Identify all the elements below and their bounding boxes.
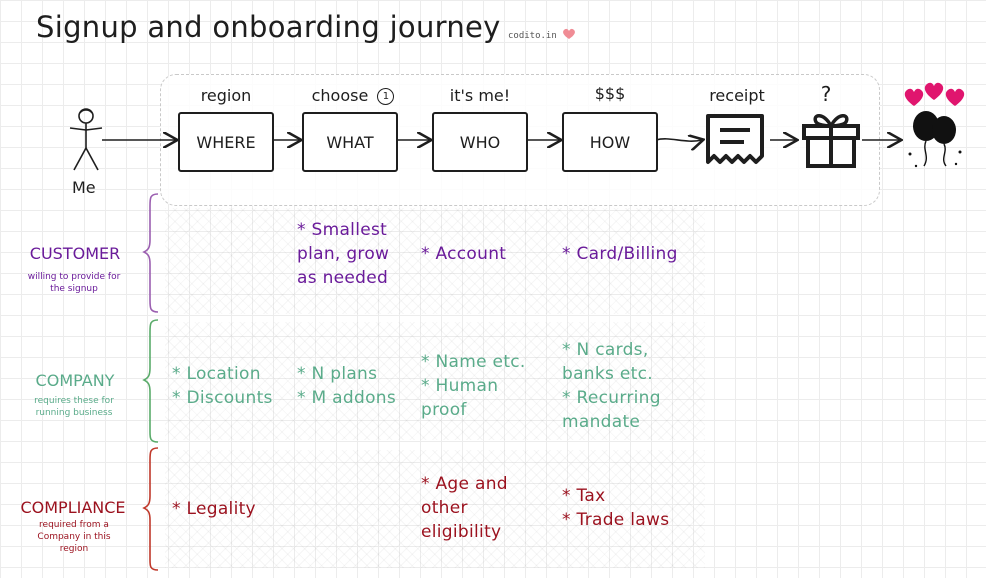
receipt-label: receipt — [709, 86, 765, 105]
receipt-icon — [706, 114, 764, 164]
compliance-who-cell: * Age and other eligibility — [421, 472, 508, 544]
compliance-row-subtitle: required from a Company in this region — [14, 519, 134, 555]
company-how-cell: * N cards, banks etc. * Recurring mandat… — [562, 338, 661, 434]
step-label-what-text: choose — [311, 86, 369, 105]
gift-icon — [802, 114, 860, 168]
cell-line: * Name etc. — [421, 352, 526, 372]
cell-line: * Location — [172, 364, 261, 384]
heart-icon — [563, 28, 576, 39]
page-title: Signup and onboarding journey — [36, 10, 501, 44]
cell-line: * Card/Billing — [562, 244, 678, 264]
stick-figure-icon — [69, 108, 103, 171]
compliance-how-cell: * Tax * Trade laws — [562, 484, 669, 532]
cell-line: * N cards, — [562, 340, 649, 360]
arrow-how-to-receipt — [655, 139, 702, 141]
cell-line: plan, grow — [297, 244, 390, 264]
cell-line: eligibility — [421, 522, 502, 542]
compliance-subtitle-line: Company in this — [37, 532, 111, 542]
customer-subtitle-line: the signup — [50, 284, 98, 294]
compliance-subtitle-line: region — [59, 544, 89, 554]
compliance-subtitle-line: required from a — [39, 520, 109, 530]
compliance-row-title: COMPLIANCE — [20, 498, 126, 517]
cell-line: * Account — [421, 244, 507, 264]
customer-subtitle-line: willing to provide for — [27, 272, 121, 282]
step-label-what: choose 1 — [298, 86, 408, 105]
cell-line: * Trade laws — [562, 510, 670, 530]
customer-row-area — [165, 208, 705, 314]
actor-label: Me — [72, 178, 96, 197]
brand-label: codito.in — [508, 28, 576, 41]
cell-line: * Discounts — [172, 388, 273, 408]
compliance-row-area — [165, 450, 705, 568]
cell-line: banks etc. — [562, 364, 653, 384]
company-bracket — [142, 319, 159, 443]
cell-line: * Recurring — [562, 388, 661, 408]
customer-who-cell: * Account — [421, 242, 506, 266]
brand-text: codito.in — [508, 31, 557, 41]
company-subtitle-line: requires these for — [34, 396, 114, 406]
company-where-cell: * Location * Discounts — [172, 362, 273, 410]
cell-line: * N plans — [297, 364, 378, 384]
cell-line: * Legality — [172, 499, 256, 519]
step-what-box: WHAT — [302, 112, 398, 172]
company-who-cell: * Name etc. * Human proof — [421, 350, 526, 422]
step-who-box: WHO — [432, 112, 528, 172]
step-label-who: it's me! — [449, 86, 511, 105]
cell-line: mandate — [562, 412, 641, 432]
company-row-title: COMPANY — [35, 371, 115, 390]
company-subtitle-line: running business — [35, 408, 113, 418]
customer-how-cell: * Card/Billing — [562, 242, 678, 266]
cell-line: * Human — [421, 376, 499, 396]
company-what-cell: * N plans * M addons — [297, 362, 396, 410]
step-label-how: $$$ — [594, 84, 626, 103]
cell-line: * M addons — [297, 388, 397, 408]
step-how-box: HOW — [562, 112, 658, 172]
step-what-badge-number: 1 — [382, 91, 390, 102]
company-row-subtitle: requires these for running business — [14, 395, 134, 419]
gift-label: ? — [820, 82, 832, 106]
customer-row-title: CUSTOMER — [29, 244, 121, 263]
flow-arrows — [102, 0, 986, 200]
step-where-box: WHERE — [178, 112, 274, 172]
balloons-hearts-icon — [904, 82, 965, 168]
step-label-where: region — [200, 86, 252, 105]
company-row-area — [165, 322, 705, 440]
cell-line: * Smallest — [297, 220, 388, 240]
compliance-where-cell: * Legality — [172, 497, 256, 521]
cell-line: * Age and — [421, 474, 508, 494]
customer-bracket — [142, 193, 159, 313]
customer-row-subtitle: willing to provide for the signup — [14, 271, 134, 295]
cell-line: * Tax — [562, 486, 606, 506]
customer-what-cell: * Smallest plan, grow as needed — [297, 218, 389, 290]
cell-line: as needed — [297, 268, 389, 288]
row-brackets — [142, 193, 159, 571]
compliance-bracket — [142, 447, 159, 571]
step-what-badge-icon: 1 — [377, 88, 395, 105]
cell-line: other — [421, 498, 468, 518]
cell-line: proof — [421, 400, 467, 420]
